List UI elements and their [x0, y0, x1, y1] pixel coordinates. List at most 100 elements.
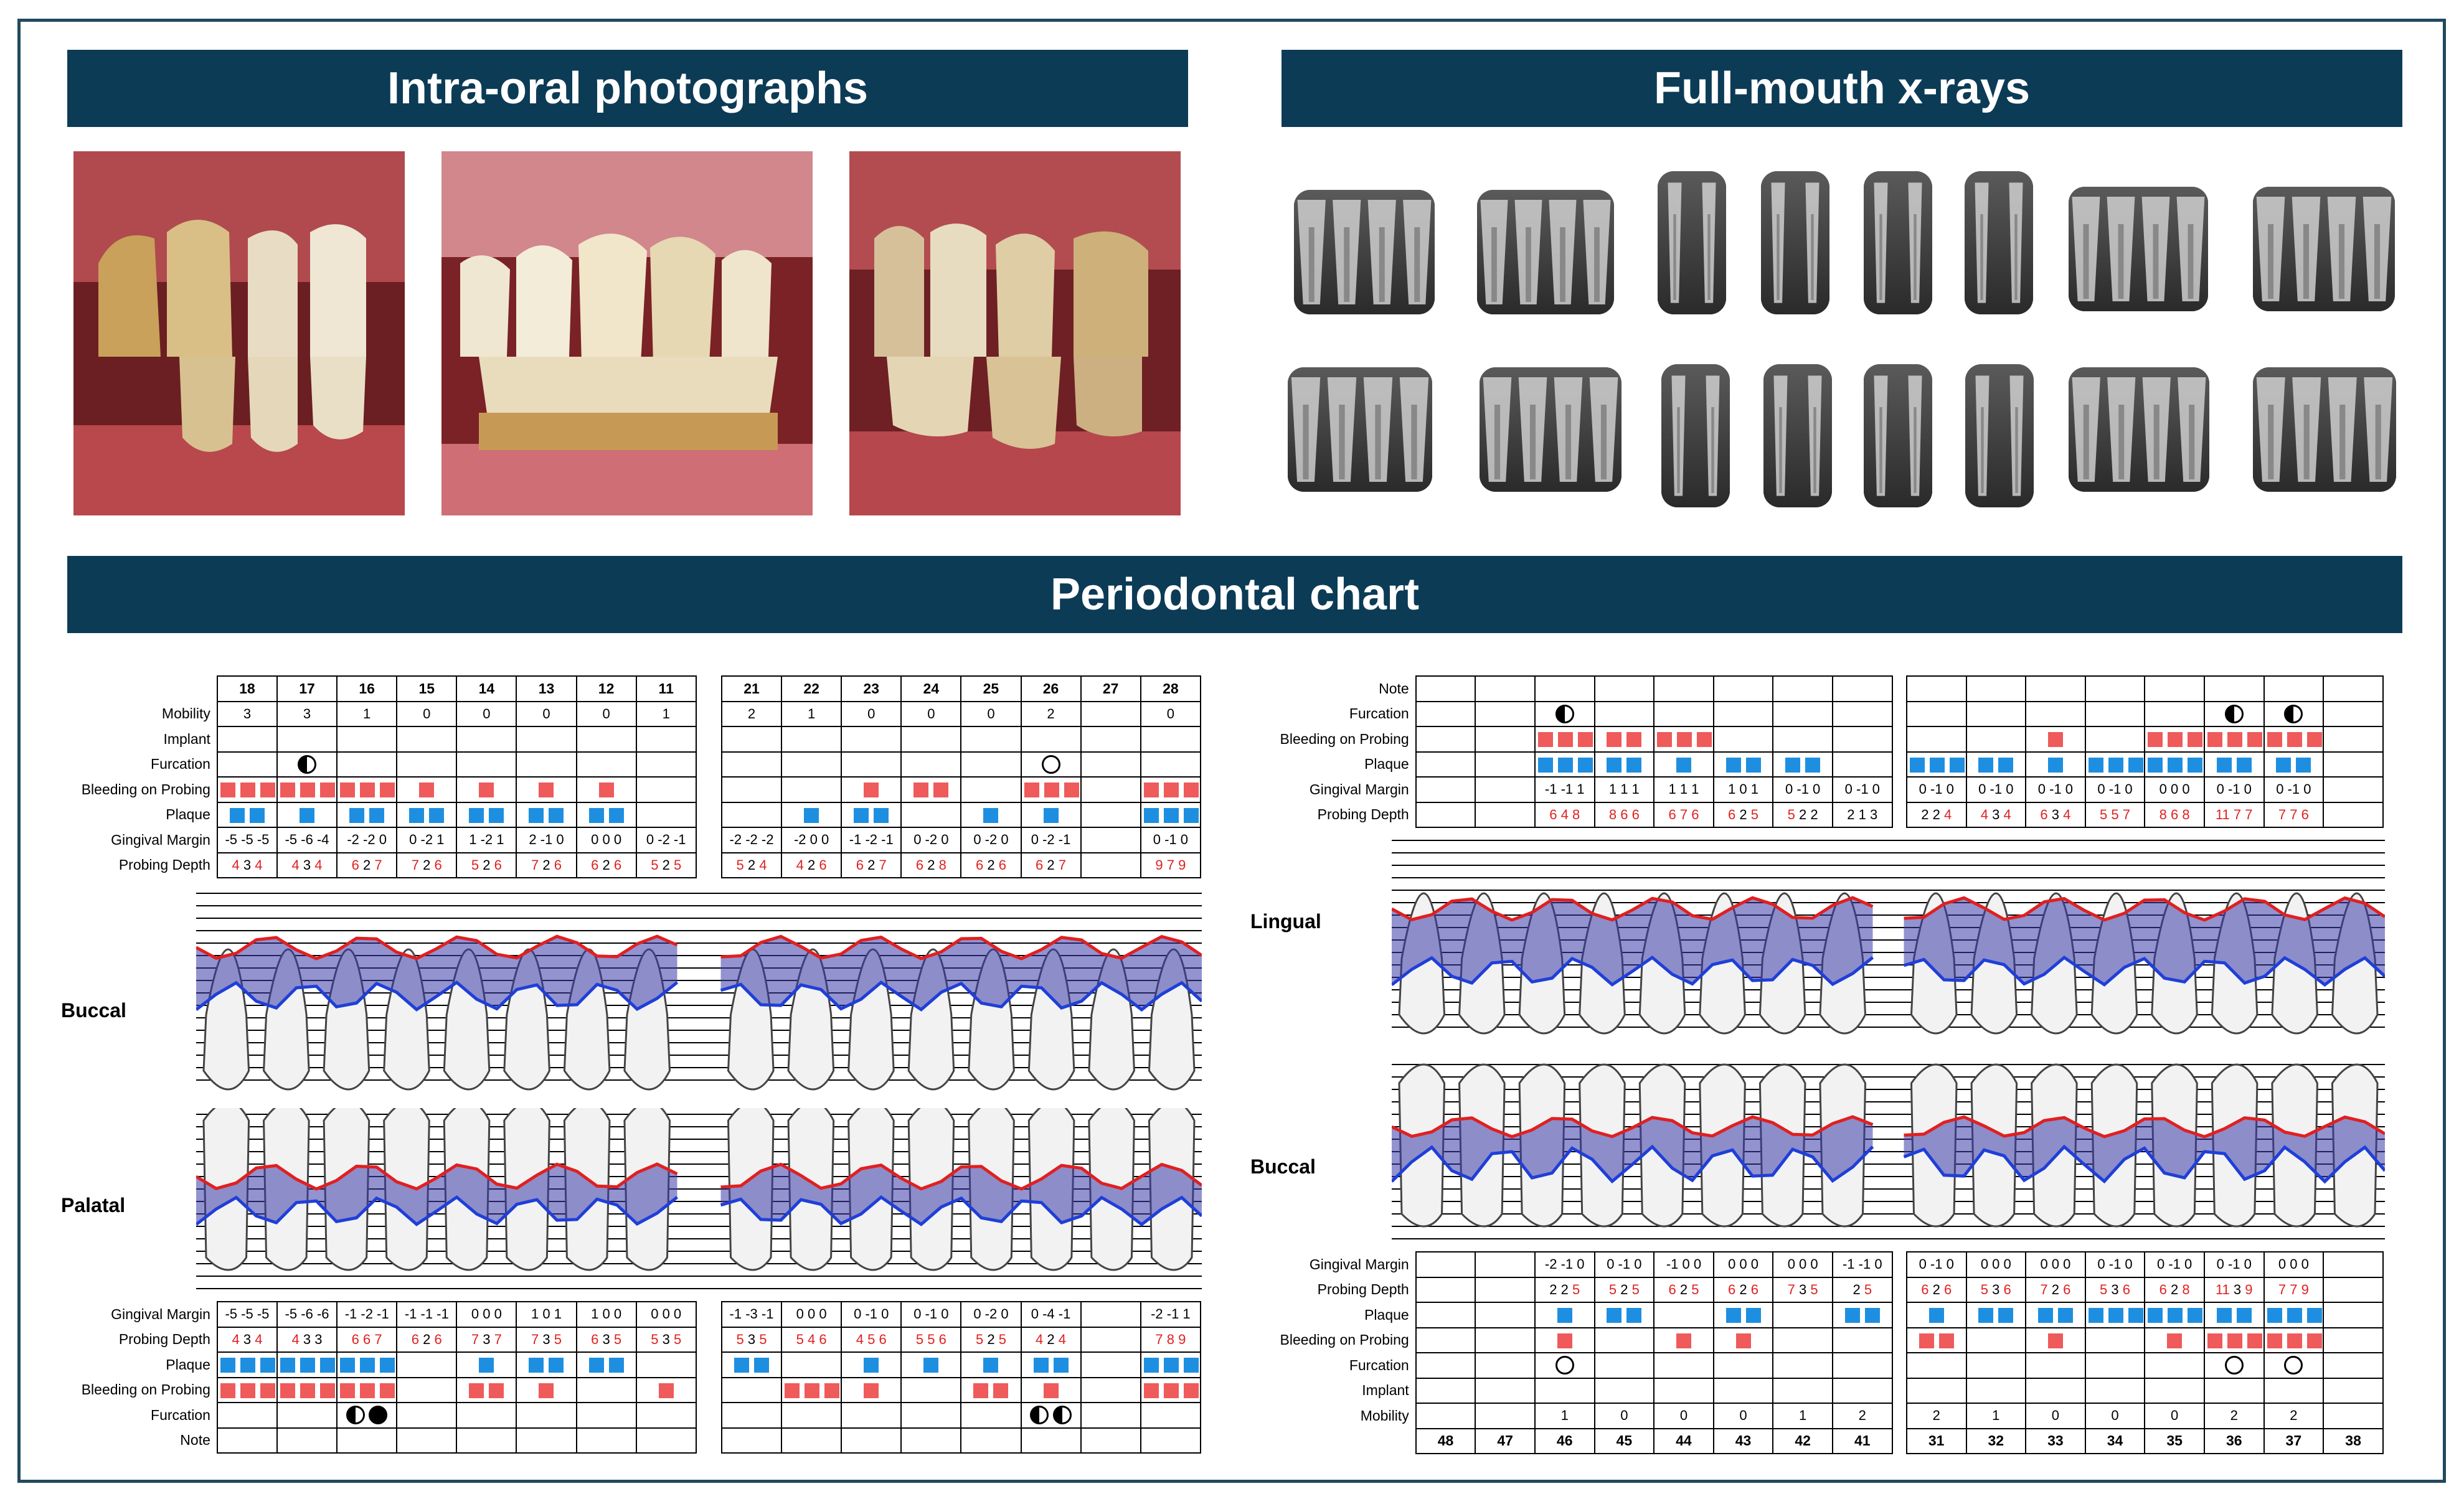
chart-cell: 0 -1 0: [2084, 1251, 2146, 1278]
chart-cell: 5 2 5: [960, 1326, 1022, 1353]
chart-cell: [720, 751, 783, 778]
furcation-empty-circle-icon: [1555, 1356, 1574, 1375]
chart-cell: 6 3 5: [575, 1326, 637, 1353]
bleeding-marker: [1557, 1333, 1572, 1348]
plaque-marker: [608, 807, 624, 823]
plaque-marker: [320, 1358, 335, 1373]
chart-cell: [960, 1427, 1022, 1454]
chart-cell: [336, 726, 398, 753]
bleeding-marker: [419, 783, 435, 798]
chart-cell: [2323, 1302, 2384, 1328]
chart-cell: [1534, 1327, 1595, 1353]
chart-cell: [1772, 1302, 1833, 1328]
chart-cell: [336, 776, 398, 803]
xray-film: [1761, 171, 1829, 314]
row-label: Probing Depth: [118, 1331, 210, 1348]
chart-cell: [1534, 751, 1595, 778]
bleeding-marker: [1163, 1383, 1179, 1398]
xray-film: [2069, 187, 2208, 311]
chart-cell: [1080, 1301, 1141, 1328]
chart-cell: [1593, 726, 1655, 753]
xray-film: [1288, 367, 1432, 492]
chart-cell: [1772, 1327, 1833, 1353]
plaque-marker: [588, 807, 604, 823]
bleeding-marker: [1677, 732, 1692, 748]
furcation-half-circle-icon: [1555, 704, 1574, 723]
chart-cell: 6 2 7: [841, 852, 902, 878]
plaque-marker: [1844, 1308, 1860, 1323]
chart-cell: [1712, 675, 1774, 702]
xray-film: [1480, 367, 1621, 492]
chart-cell: [1020, 1402, 1082, 1429]
chart-cell: 1: [1965, 1403, 2027, 1429]
bleeding-marker: [2247, 1333, 2262, 1348]
chart-cell: [960, 1402, 1022, 1429]
chart-cell: 0 -1 0: [1831, 776, 1893, 803]
chart-cell: 2 1 3: [1831, 801, 1893, 828]
tooth-number: 37: [2263, 1427, 2325, 1454]
plaque-marker: [2188, 1308, 2203, 1323]
chart-cell: [1772, 751, 1833, 778]
chart-cell: 0 0 0: [635, 1301, 697, 1328]
chart-cell: [396, 1351, 458, 1378]
chart-cell: [1475, 700, 1536, 727]
chart-cell: [1593, 675, 1655, 702]
plaque-marker: [1557, 757, 1573, 773]
chart-cell: 0 -1 0: [900, 1301, 962, 1328]
chart-cell: [456, 751, 517, 778]
chart-cell: [2084, 1352, 2146, 1379]
chart-cell: [1080, 776, 1141, 803]
plaque-marker: [2188, 757, 2203, 773]
chart-cell: 0 -1 0: [1905, 1251, 1967, 1278]
chart-cell: [1653, 1302, 1714, 1328]
bleeding-marker: [1043, 1383, 1059, 1398]
chart-cell: [1831, 751, 1893, 778]
chart-cell: -1 -3 -1: [720, 1301, 783, 1328]
row-label: Note: [180, 1432, 210, 1449]
chart-cell: [1080, 827, 1141, 853]
chart-cell: [1140, 726, 1202, 753]
bleeding-marker: [2207, 732, 2222, 748]
chart-cell: 8 6 6: [1593, 801, 1655, 828]
row-label: Probing Depth: [1317, 806, 1409, 823]
chart-cell: 2: [1020, 700, 1082, 727]
chart-cell: [1415, 751, 1476, 778]
chart-cell: [900, 1351, 962, 1378]
bleeding-marker: [1163, 783, 1179, 798]
gingival-margin-line: [196, 934, 678, 961]
chart-cell: [1831, 1302, 1893, 1328]
bleeding-marker: [360, 783, 375, 798]
row-label: Probing Depth: [1317, 1281, 1409, 1298]
chart-cell: 2 2 4: [1905, 801, 1967, 828]
chart-cell: [1475, 801, 1536, 828]
bleeding-marker: [1607, 732, 1622, 748]
chart-cell: 7 7 6: [2263, 801, 2325, 828]
chart-cell: [635, 1351, 697, 1378]
chart-cell: 0: [960, 700, 1022, 727]
chart-cell: [2263, 1302, 2325, 1328]
chart-cell: 7 2 6: [396, 852, 458, 878]
chart-cell: 4 3 4: [1965, 801, 2027, 828]
chart-cell: [1772, 726, 1833, 753]
furcation-half-circle-icon: [1052, 1406, 1072, 1425]
chart-cell: [2323, 726, 2384, 753]
chart-cell: [1905, 1302, 1967, 1328]
chart-cell: [2323, 776, 2384, 803]
chart-cell: [2203, 1302, 2265, 1328]
furcation-full-circle-icon: [369, 1406, 388, 1425]
chart-cell: [1475, 1403, 1536, 1429]
pocket-area: [1904, 898, 2385, 985]
tooth-number: 15: [396, 675, 458, 702]
chart-cell: [1415, 1276, 1476, 1303]
chart-cell: -1 0 0: [1653, 1251, 1714, 1278]
chart-cell: 0 -1 0: [1593, 1251, 1655, 1278]
pocket-area: [720, 1164, 1202, 1224]
chart-cell: [1020, 1351, 1082, 1378]
chart-cell: 6 4 8: [1534, 801, 1595, 828]
chart-cell: 0 -2 0: [960, 827, 1022, 853]
chart-cell: [2084, 700, 2146, 727]
chart-cell: [1593, 1352, 1655, 1379]
chart-cell: [1653, 700, 1714, 727]
chart-cell: [2144, 1352, 2205, 1379]
xray-film: [2253, 187, 2395, 311]
